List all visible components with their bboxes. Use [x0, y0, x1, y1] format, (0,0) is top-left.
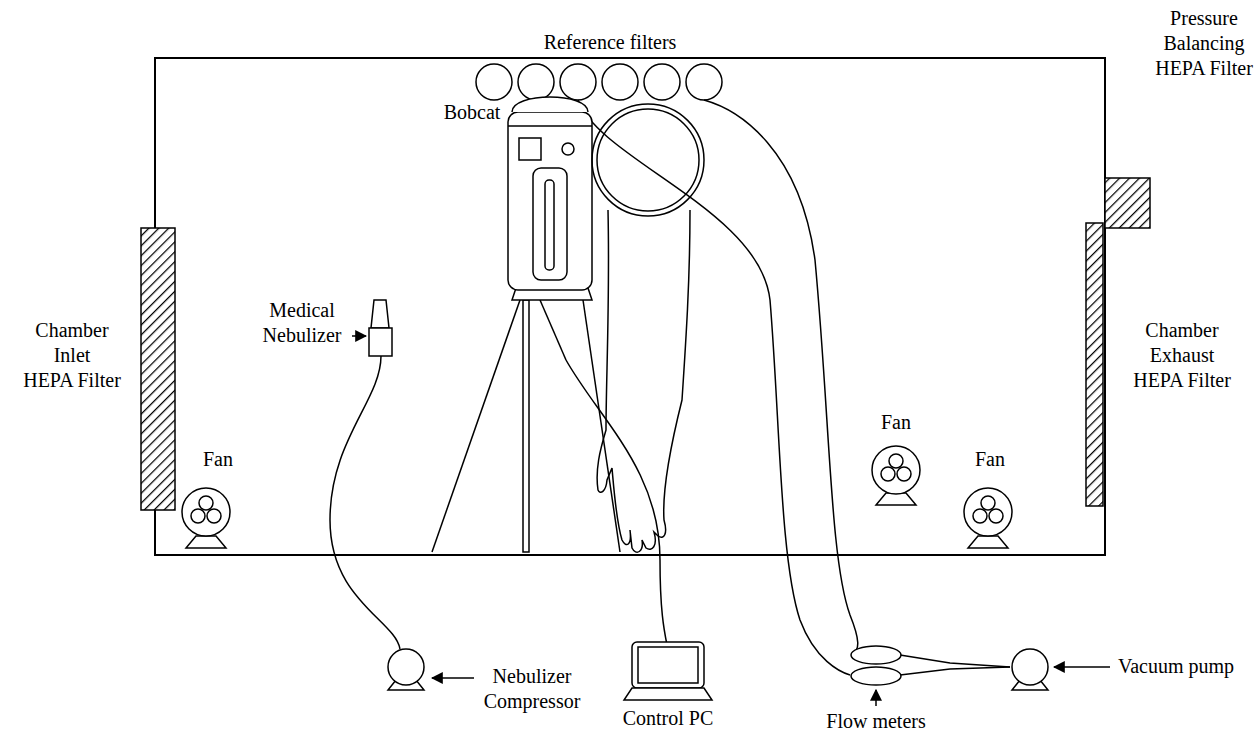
flow-meter [851, 667, 901, 685]
hepa-filter [141, 228, 175, 510]
leader-arrow [352, 336, 1110, 706]
part-label: Medical Nebulizer [263, 298, 342, 348]
fan [207, 509, 221, 523]
flow-meter [851, 646, 901, 664]
reference-filter [602, 64, 638, 100]
bobcat-sampler [583, 300, 620, 552]
hepa-filter [1086, 223, 1103, 506]
leader-arrow [1054, 666, 1110, 668]
fan [881, 467, 895, 481]
fan [876, 493, 916, 505]
fan [973, 509, 987, 523]
filter-label: Pressure Balancing HEPA Filter [1155, 6, 1253, 81]
nebulizer-compressor [388, 649, 424, 690]
fan [968, 536, 1008, 548]
part-label: Nebulizer Compressor [484, 664, 581, 714]
control-pc [624, 642, 712, 700]
leader-arrow [432, 677, 474, 679]
fan [897, 467, 911, 481]
hepa-filter [1105, 178, 1150, 228]
control-pc [632, 642, 704, 688]
filter-label: Chamber Inlet HEPA Filter [23, 318, 121, 393]
nebulizer-compressor [388, 649, 424, 685]
medical-nebulizer [371, 300, 389, 328]
fan [182, 446, 1012, 548]
vacuum-pump [1012, 649, 1048, 690]
chamber-wall [155, 58, 1105, 555]
reference-filter [476, 64, 512, 100]
reference-filter [560, 64, 596, 100]
control-cable [566, 360, 667, 645]
bobcat-sampler [533, 168, 567, 280]
nebulizer-tube [330, 356, 400, 649]
reference-filter [476, 64, 722, 100]
nebulizer-tube [330, 356, 400, 649]
fan [191, 509, 205, 523]
bobcat-sampler [519, 138, 541, 160]
fan [964, 488, 1012, 536]
fan [889, 454, 903, 468]
control-pc [624, 688, 712, 700]
reference-filter [686, 64, 722, 100]
sample-tube [900, 667, 1010, 675]
bobcat-sampler [508, 112, 592, 290]
glove-port [592, 104, 704, 216]
control-cable [566, 360, 667, 645]
filter-label: Reference filters [544, 30, 677, 55]
glove-port [597, 210, 690, 552]
fan [186, 536, 226, 548]
fan [872, 446, 920, 494]
sample-tube [704, 100, 858, 655]
fan [199, 496, 213, 510]
bobcat-sampler [545, 180, 554, 270]
flow-meter [851, 646, 901, 685]
fan [981, 496, 995, 510]
chamber-wall [155, 58, 1105, 555]
glove-port [592, 104, 704, 552]
hepa-filter [141, 178, 1150, 510]
bobcat-sampler [562, 143, 574, 155]
bobcat-sampler [508, 125, 592, 127]
sample-tube [578, 100, 850, 675]
medical-nebulizer [369, 300, 392, 356]
reference-filter [644, 64, 680, 100]
part-label: Fan [975, 447, 1005, 472]
bobcat-sampler [432, 300, 520, 552]
bobcat-sampler [512, 97, 588, 112]
control-pc [638, 647, 698, 683]
reference-filter [518, 64, 554, 100]
medical-nebulizer [369, 328, 392, 356]
fan [182, 488, 230, 536]
fan [989, 509, 1003, 523]
part-label: Vacuum pump [1118, 654, 1234, 679]
filter-label: Chamber Exhaust HEPA Filter [1133, 318, 1231, 393]
sample-tube [578, 100, 1010, 675]
bobcat-sampler [523, 300, 529, 552]
sample-tube [900, 655, 1010, 667]
part-label: Flow meters [826, 709, 925, 734]
part-label: Fan [203, 447, 233, 472]
bobcat-sampler [540, 300, 566, 360]
part-label: Bobcat [444, 100, 501, 125]
glove-port [597, 109, 699, 211]
leader-arrow [875, 690, 877, 706]
part-label: Control PC [623, 706, 714, 731]
part-label: Fan [881, 410, 911, 435]
leader-arrow [352, 335, 366, 337]
vacuum-pump [1012, 649, 1048, 685]
